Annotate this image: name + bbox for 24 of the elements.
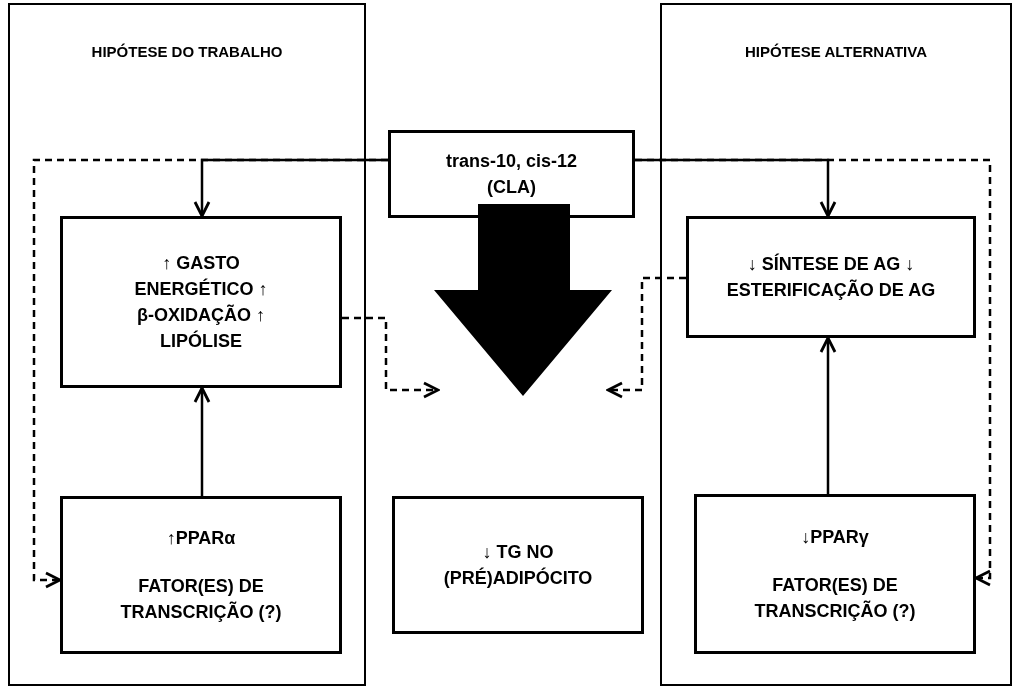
box-text: ↓PPARγ — [801, 525, 869, 549]
hypothesis-panel — [660, 3, 1012, 686]
dashed-arrow — [635, 158, 992, 587]
hypothesis-panel — [8, 3, 366, 686]
block-arrow — [434, 204, 612, 396]
process-box — [686, 216, 976, 338]
process-box — [694, 494, 976, 654]
process-box — [60, 496, 342, 654]
arrow — [193, 386, 211, 496]
box-text: ↓ SÍNTESE DE AG ↓ ESTERIFICAÇÃO DE AG — [725, 252, 937, 302]
box-text: ↑PPARα — [166, 526, 236, 550]
box-text: ↓ TG NO (PRÉ)ADIPÓCITO — [442, 540, 594, 590]
process-box — [392, 496, 644, 634]
dashed-arrow — [32, 158, 388, 589]
box-text: ↑ GASTO ENERGÉTICO ↑ β-OXIDAÇÃO ↑ LIPÓLISE — [133, 251, 269, 354]
box-text: FATOR(ES) DE TRANSCRIÇÃO (?) — [753, 574, 917, 624]
box-text: trans-10, cis-12 (CLA) — [444, 149, 579, 199]
panel-heading: HIPÓTESE DO TRABALHO — [91, 42, 283, 62]
dashed-arrow — [342, 316, 440, 399]
panel-heading: HIPÓTESE ALTERNATIVA — [745, 42, 927, 62]
dashed-arrow — [606, 276, 686, 399]
box-text: FATOR(ES) DE TRANSCRIÇÃO (?) — [119, 574, 283, 624]
process-box — [60, 216, 342, 388]
arrow — [819, 336, 837, 494]
